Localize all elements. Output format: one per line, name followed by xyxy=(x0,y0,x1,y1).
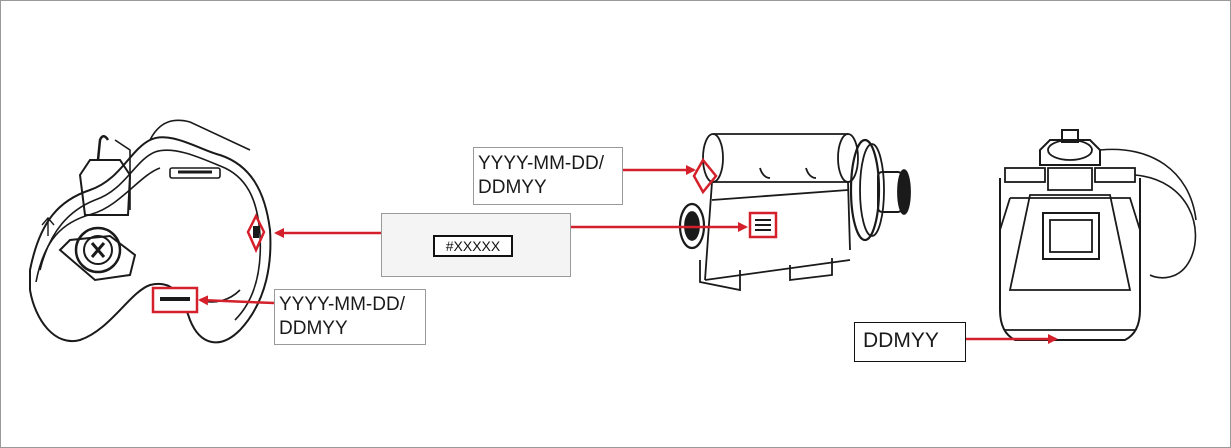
center-date-highlight xyxy=(694,160,716,192)
center-date-code-label: YYYY-MM-DD/ DDMYY xyxy=(473,147,623,205)
serial-number-label: #XXXXX xyxy=(433,235,513,257)
center-date-line1: YYYY-MM-DD/ xyxy=(478,152,618,176)
right-date-code-label: DDMYY xyxy=(854,322,966,362)
left-date-code-label: YYYY-MM-DD/ DDMYY xyxy=(274,289,426,345)
left-date-line1: YYYY-MM-DD/ xyxy=(279,293,421,317)
center-date-line2: DDMYY xyxy=(478,176,618,200)
center-cell-device-icon xyxy=(680,134,910,290)
left-pump-device-icon xyxy=(30,120,270,342)
right-filter-device-icon xyxy=(1000,130,1196,340)
left-date-line2: DDMYY xyxy=(279,317,421,341)
